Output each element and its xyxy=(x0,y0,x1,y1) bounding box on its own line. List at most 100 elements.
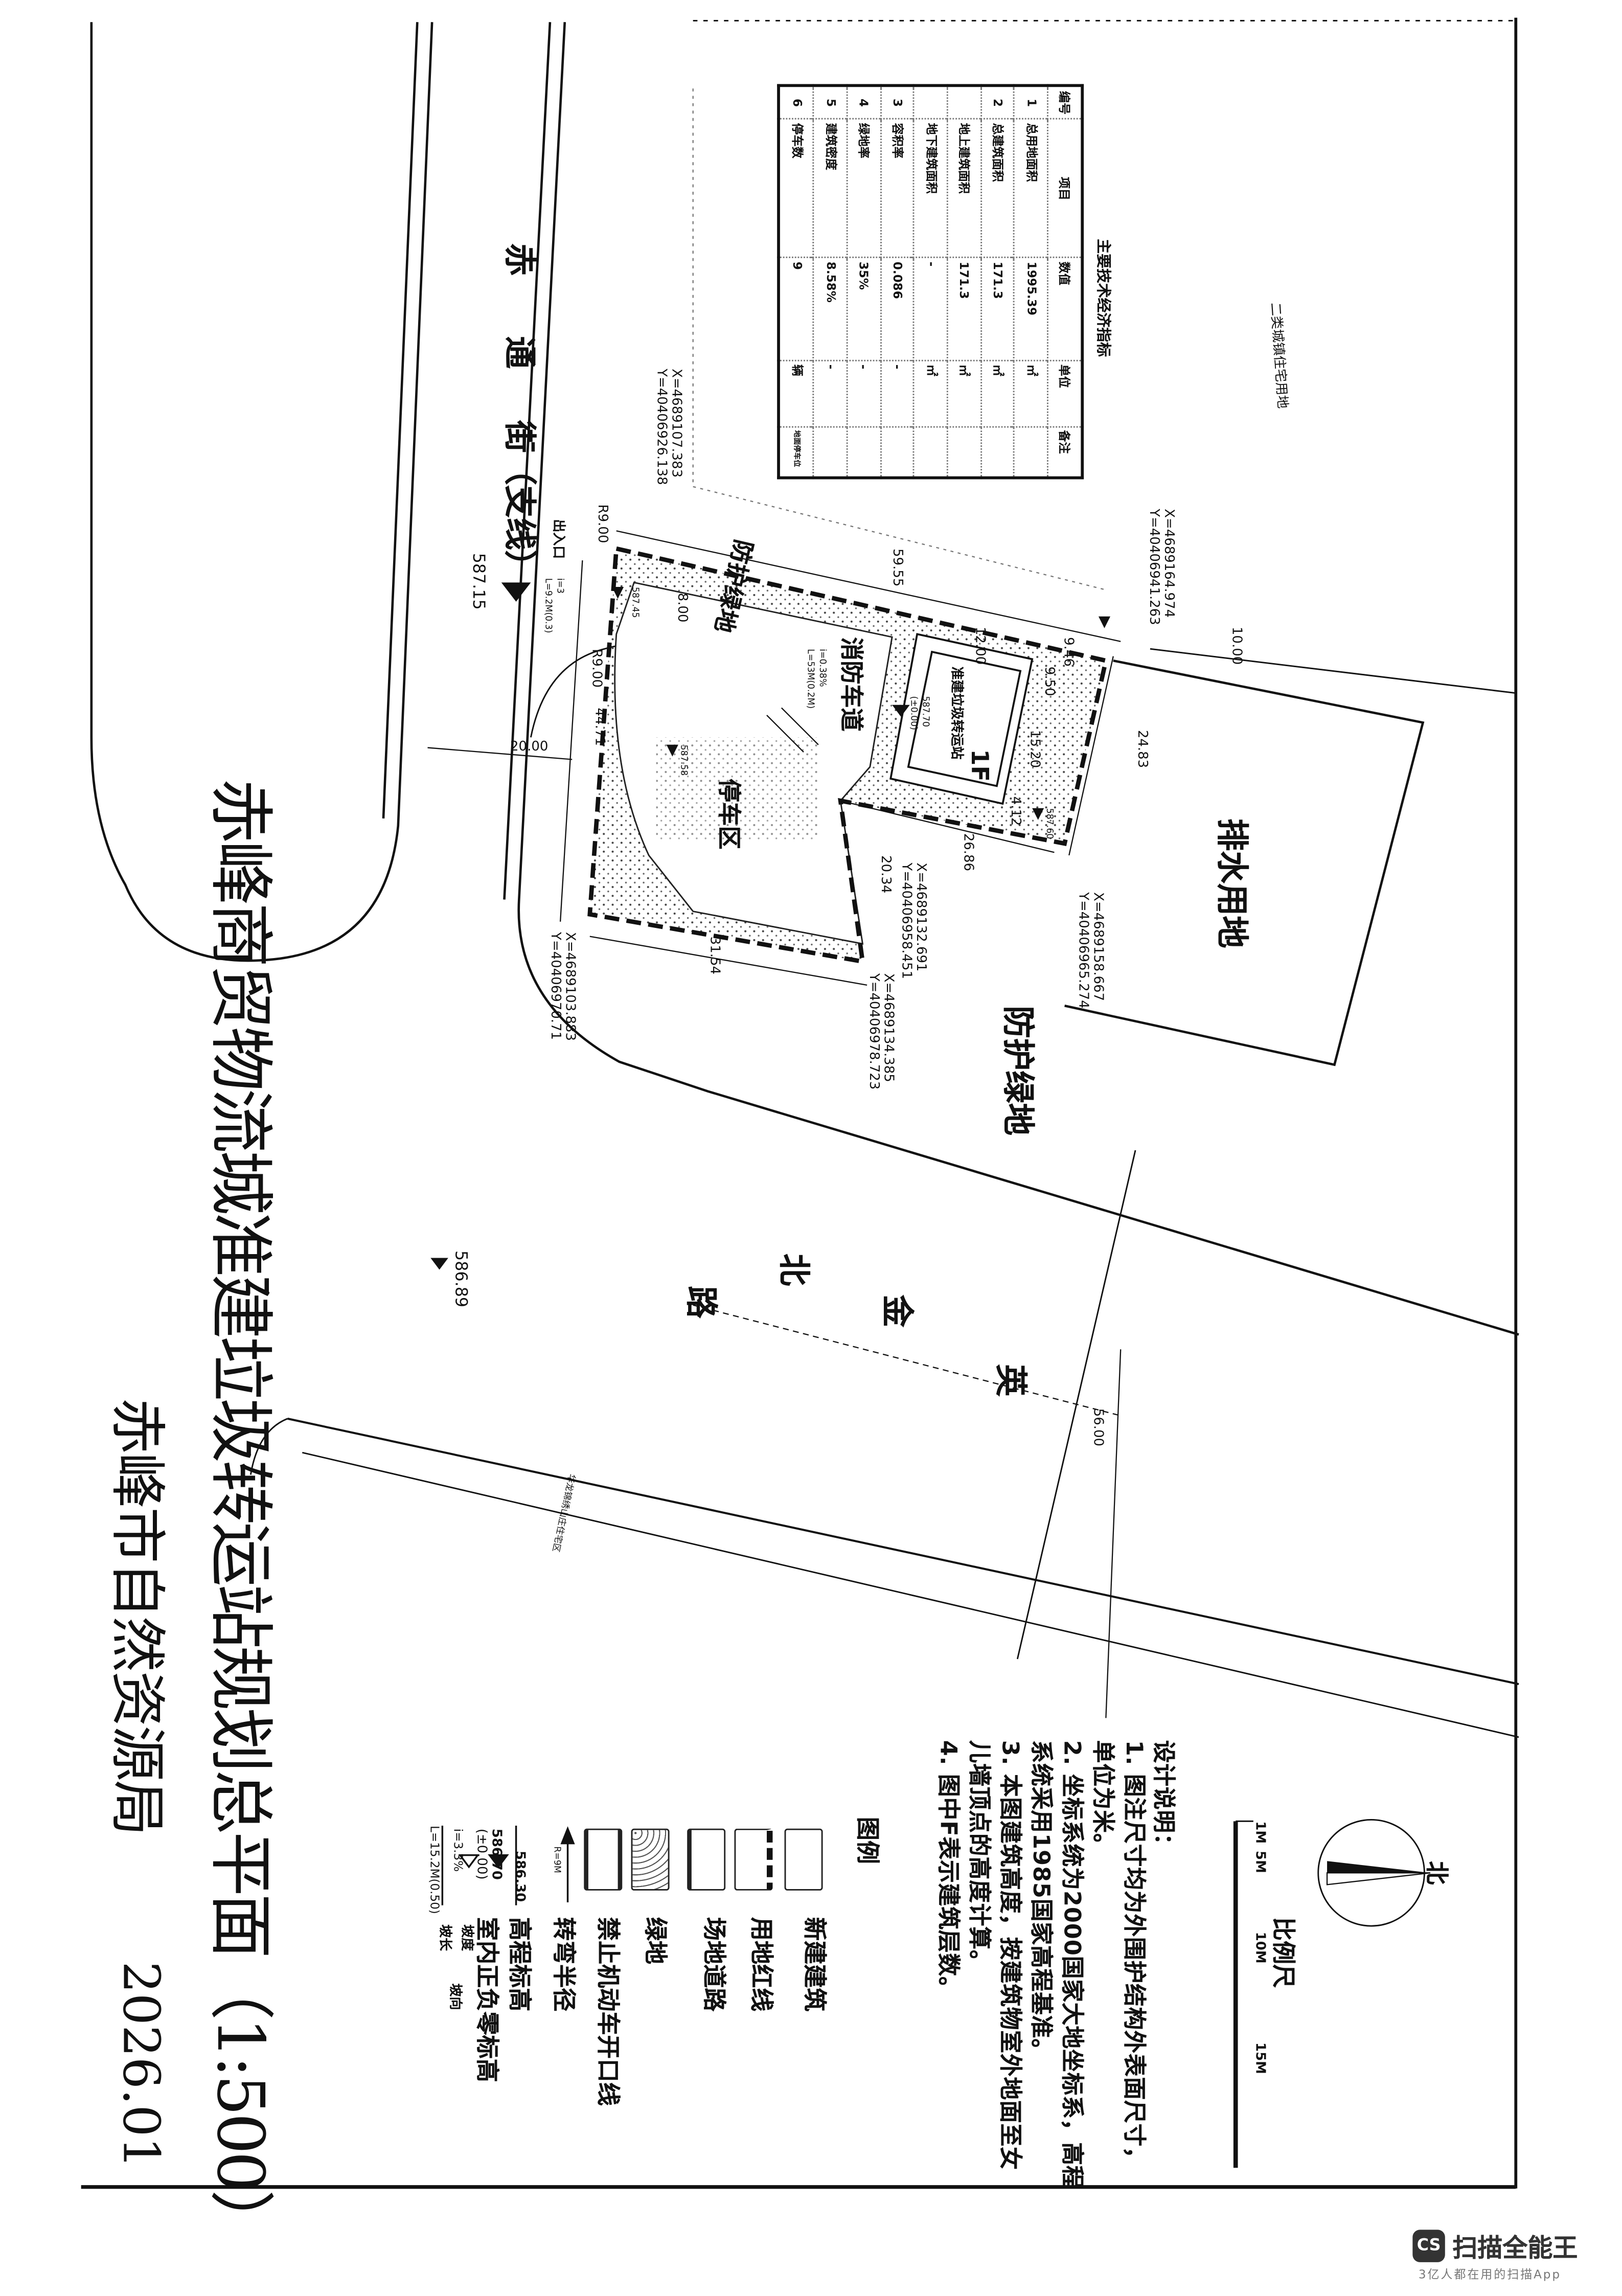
slope-length-label: L=53M(0.2M) xyxy=(805,649,816,709)
table-cell: 9 xyxy=(779,258,814,361)
elevation-label: 586.89 xyxy=(451,1251,471,1308)
table-cell xyxy=(913,85,947,120)
scale-tick: 1M xyxy=(1251,1821,1267,1844)
south-road-lines xyxy=(249,1150,1519,1738)
legend-symbol: 586.70 xyxy=(488,1828,503,1880)
table-cell xyxy=(913,426,947,478)
table-cell xyxy=(813,426,847,478)
dimension-label: 56.00 xyxy=(1089,1408,1105,1447)
table-cell: 171.3 xyxy=(947,258,981,361)
legend-heading: 图例 xyxy=(854,1816,882,1865)
legend-label: 用地红线 xyxy=(747,1917,776,2012)
turning-radius-label: R9.00 xyxy=(594,504,609,543)
table-cell: ㎡ xyxy=(980,360,1014,427)
legend-label: 坡向 xyxy=(447,1983,462,2010)
building-floors: 1F xyxy=(966,749,994,782)
table-cell: - xyxy=(913,258,947,361)
table-cell: 8.58% xyxy=(813,258,847,361)
camscanner-logo-icon: CS xyxy=(1412,2229,1445,2262)
legend-symbol: R=9M xyxy=(551,1846,562,1873)
dimension-label: 59.55 xyxy=(889,549,904,587)
legend-label: 新建建筑 xyxy=(801,1917,829,2012)
coord-point-4-y: Y=40406958.451 xyxy=(898,862,913,979)
dimension-label: 12.00 xyxy=(971,626,987,665)
drawing-title: 赤峰商贸物流城准建垃圾转运站规划总平面（1:500） xyxy=(202,779,278,2252)
scanner-watermark: CS 扫描全能王 xyxy=(1412,2227,1578,2264)
table-cell: - xyxy=(880,360,914,427)
road-label-south-4: 路 xyxy=(681,1286,718,1319)
road-label-west-2: 通 xyxy=(499,336,537,369)
slope-length-label: L=9.2M(0.3) xyxy=(542,578,553,633)
slope-label: i=0.38% xyxy=(817,649,828,687)
legend-symbol: L=15.2M(0.50) xyxy=(427,1826,441,1914)
turning-radius-label: R9.00 xyxy=(588,649,603,688)
drawing-frame xyxy=(81,17,1518,2189)
dimension-label: 26.86 xyxy=(960,833,975,872)
area-label-drainage: 排水用地 xyxy=(1212,818,1249,948)
dimension-label: 44.71 xyxy=(591,708,606,746)
coord-point-3-x: X=4689158.667 xyxy=(1089,892,1105,1002)
north-label: 北 xyxy=(1423,1861,1451,1885)
table-cell xyxy=(980,426,1014,478)
area-label-green-buffer: 防护绿地 xyxy=(998,1006,1035,1136)
table-cell: 建筑密度 xyxy=(813,119,847,258)
dimension-label: 31.54 xyxy=(706,936,721,974)
organization: 赤峰市自然资源局 xyxy=(104,1398,170,1835)
legend-label: 禁止机动车开口线 xyxy=(594,1917,623,2106)
legend-swatch-green xyxy=(631,1828,670,1891)
legend-symbol: i=3.3% xyxy=(451,1828,465,1872)
dimension-label: 15.20 xyxy=(1026,730,1041,768)
watermark-name: 扫描全能王 xyxy=(1452,2234,1578,2264)
road-label-south-2: 金 xyxy=(877,1294,915,1328)
road-label-west-3: 街（支线） xyxy=(499,420,537,583)
scale-bar xyxy=(1233,1820,1253,2168)
table-cell: 0.086 xyxy=(880,258,914,361)
dimension-label: 9.50 xyxy=(1041,666,1056,696)
dimension-lines xyxy=(427,530,1122,1718)
scale-tick: 5M xyxy=(1251,1851,1267,1873)
dimension-label: 20.34 xyxy=(877,855,893,894)
table-cell: 1995.39 xyxy=(1014,258,1048,361)
dimension-label: 24.83 xyxy=(1134,730,1149,768)
legend-swatch-no-vehicle-opening xyxy=(584,1828,623,1891)
slope-label: i=3 xyxy=(554,578,565,594)
table-cell: 总建筑面积 xyxy=(980,119,1014,258)
table-cell: - xyxy=(813,360,847,427)
elevation-markers xyxy=(430,582,1111,1270)
drawing-date: 2026.01 xyxy=(110,1961,170,2169)
table-row: 地下建筑面积-㎡ xyxy=(913,85,947,478)
road-label-south-3: 北 xyxy=(774,1253,811,1286)
coord-point-2-y: Y=40406941.263 xyxy=(1146,509,1161,625)
note-line: 3. 本图建筑高度，按建筑物室外地面至女 xyxy=(996,1740,1023,2170)
scale-heading: 比例尺 xyxy=(1269,1917,1298,1988)
table-cell: 绿地率 xyxy=(847,119,881,258)
legend-swatch-new-building xyxy=(784,1828,823,1891)
coord-point-4-x: X=4689132.691 xyxy=(912,862,928,972)
table-cell: - xyxy=(847,360,881,427)
table-cell: 地面停车位 xyxy=(779,426,814,478)
table-cell: ㎡ xyxy=(913,360,947,427)
parking-area xyxy=(656,737,818,841)
coord-point-1-y: Y=40406926.138 xyxy=(653,369,668,485)
table-cell: 35% xyxy=(847,258,881,361)
table-cell: ㎡ xyxy=(947,360,981,427)
note-line: 系统采用1985国家高程基准。 xyxy=(1027,1740,1055,2062)
table-cell: 4 xyxy=(847,85,881,120)
scale-tick: 10M xyxy=(1251,1931,1267,1964)
table-cell: ㎡ xyxy=(1014,360,1048,427)
table-cell: 容积率 xyxy=(880,119,914,258)
legend-label: 绿地 xyxy=(641,1917,670,1965)
area-label-parking: 停车区 xyxy=(715,779,743,850)
road-label-west-1: 赤 xyxy=(499,243,537,276)
elevation-label: 587.15 xyxy=(469,553,488,610)
elevation-label: (±0.00) xyxy=(908,696,919,731)
table-cell: 3 xyxy=(880,85,914,120)
legend-label: 室内正负零标高 xyxy=(473,1917,501,2082)
note-line: 2. 坐标系统为2000国家大地坐标系，高程 xyxy=(1059,1740,1085,2189)
table-cell: 6 xyxy=(779,85,814,120)
north-arrow-icon xyxy=(1317,1819,1431,1927)
